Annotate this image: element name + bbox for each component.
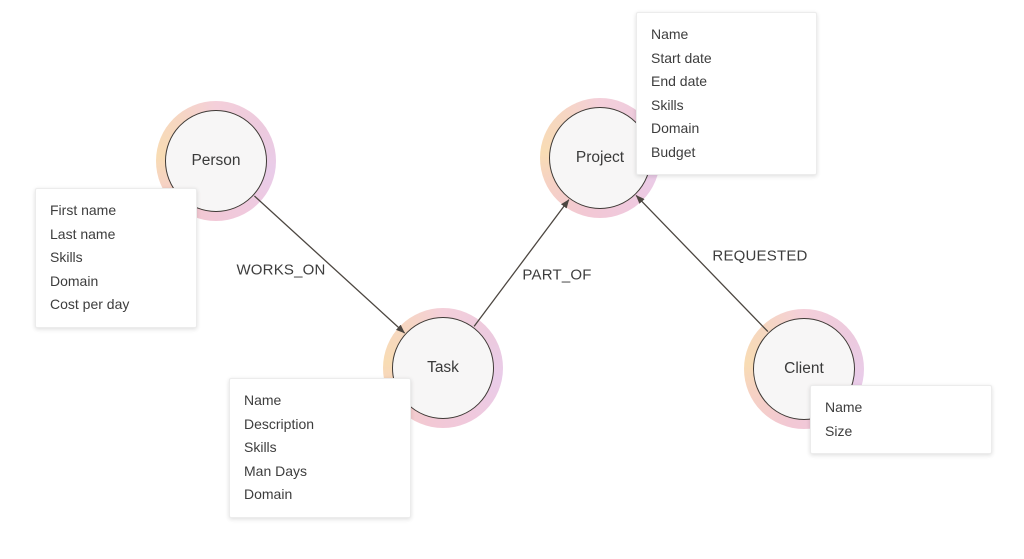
person-properties-card[interactable]: First name Last name Skills Domain Cost … — [35, 188, 197, 328]
property-label: Domain — [50, 272, 99, 289]
node-client-label: Client — [784, 360, 824, 377]
property-label: Skills — [50, 249, 83, 265]
project-properties-card[interactable]: Name Start date End date Skills Domain B… — [636, 12, 817, 175]
node-client[interactable]: Client — [744, 309, 864, 429]
property-label: Description — [244, 415, 315, 432]
property-label: Last name — [50, 225, 116, 242]
relationship-label-part-of[interactable]: PART_OF — [522, 266, 592, 284]
property-label: Domain — [651, 120, 700, 136]
property-label: End date — [651, 73, 708, 89]
property-label: Name — [651, 26, 689, 42]
property-label: First name — [50, 202, 117, 218]
relationship-label-works-on[interactable]: WORKS_ON — [236, 261, 326, 279]
task-properties-card[interactable]: Name Description Skills Man Days Domain — [229, 378, 411, 518]
relationship-line-part-of[interactable] — [473, 199, 570, 327]
property-label: Domain — [244, 486, 293, 502]
node-task-label: Task — [427, 359, 459, 376]
property-label: Man Days — [244, 462, 308, 479]
node-project-label: Project — [575, 149, 625, 166]
relationship-line-works-on[interactable] — [253, 195, 406, 334]
property-label: Start date — [651, 49, 712, 66]
property-label: Name — [825, 399, 863, 415]
property-label: Budget — [651, 143, 696, 160]
node-person-label: Person — [191, 152, 241, 169]
client-properties-card[interactable]: Name Size — [810, 385, 992, 454]
property-label: Name — [244, 392, 282, 408]
property-label: Skills — [244, 439, 277, 455]
property-label: Size — [825, 422, 853, 439]
property-label: Cost per day — [50, 296, 130, 312]
relationship-line-requested[interactable] — [635, 194, 769, 333]
property-label: Skills — [651, 96, 684, 113]
relationship-label-requested[interactable]: REQUESTED — [712, 247, 808, 265]
